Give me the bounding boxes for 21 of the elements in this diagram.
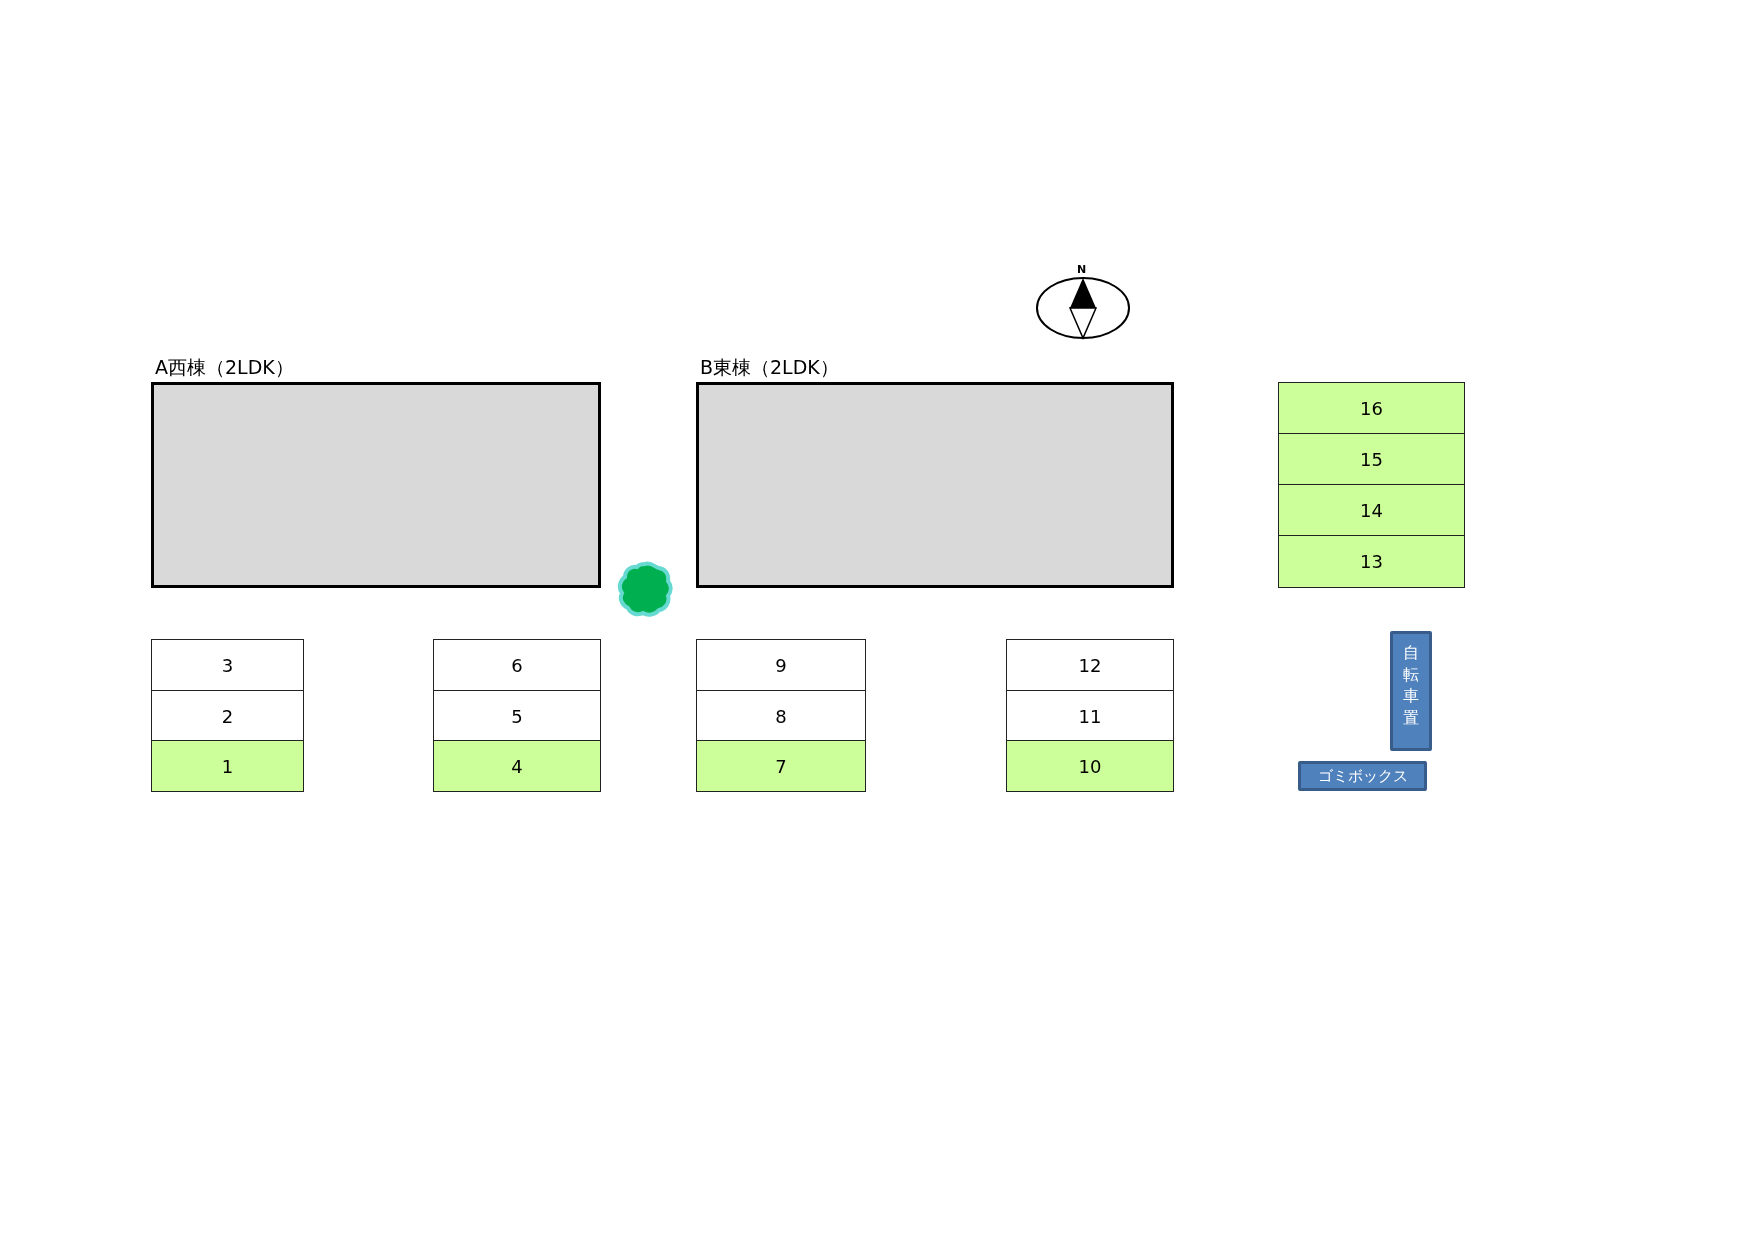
parking-space: 14 (1278, 484, 1465, 536)
building-label: A西棟（2LDK） (155, 356, 294, 378)
parking-space: 8 (696, 690, 866, 742)
parking-space: 16 (1278, 382, 1465, 434)
parking-space: 10 (1006, 740, 1174, 792)
parking-space: 2 (151, 690, 304, 742)
parking-space: 1 (151, 740, 304, 792)
parking-space: 3 (151, 639, 304, 691)
parking-space: 7 (696, 740, 866, 792)
parking-space: 5 (433, 690, 601, 742)
parking-space: 13 (1278, 535, 1465, 588)
parking-space: 15 (1278, 433, 1465, 485)
parking-space: 6 (433, 639, 601, 691)
parking-space: 12 (1006, 639, 1174, 691)
bicycle-parking: 自転車置 (1390, 631, 1432, 751)
parking-space: 9 (696, 639, 866, 691)
garbage-box: ゴミボックス (1298, 761, 1427, 791)
north-label: N (1077, 264, 1087, 276)
building-label: B東棟（2LDK） (700, 356, 839, 378)
parking-space: 4 (433, 740, 601, 792)
parking-space: 11 (1006, 690, 1174, 742)
